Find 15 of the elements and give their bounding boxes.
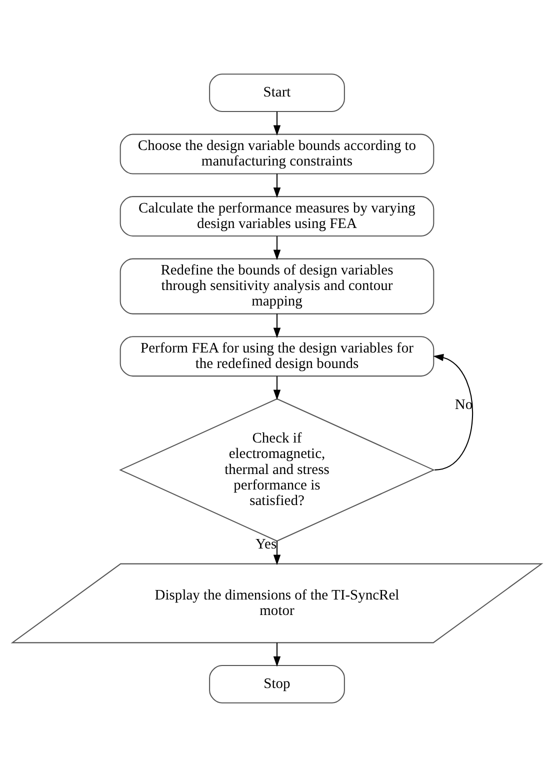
arrow [273, 173, 281, 198]
node-box: Choose the design variable bounds according to manufacturing constraints [120, 133, 434, 174]
node-box: Perform FEA for using the design variables for the redefined design bounds [120, 336, 434, 376]
arrow [273, 111, 281, 136]
arrow [273, 642, 281, 666]
node-box: Redefine the bounds of design variables through sensitivity analysis and contour mapping [120, 258, 434, 314]
node-box: Stop [209, 664, 345, 703]
edge-label: No [454, 396, 473, 413]
arrow [273, 540, 281, 565]
node-box: Calculate the performance measures by varying design variables using FEA [120, 196, 434, 236]
arrow [433, 353, 473, 470]
arrow [273, 236, 281, 260]
arrow [273, 376, 281, 400]
node-box: Start [209, 73, 345, 112]
arrow [273, 313, 281, 338]
